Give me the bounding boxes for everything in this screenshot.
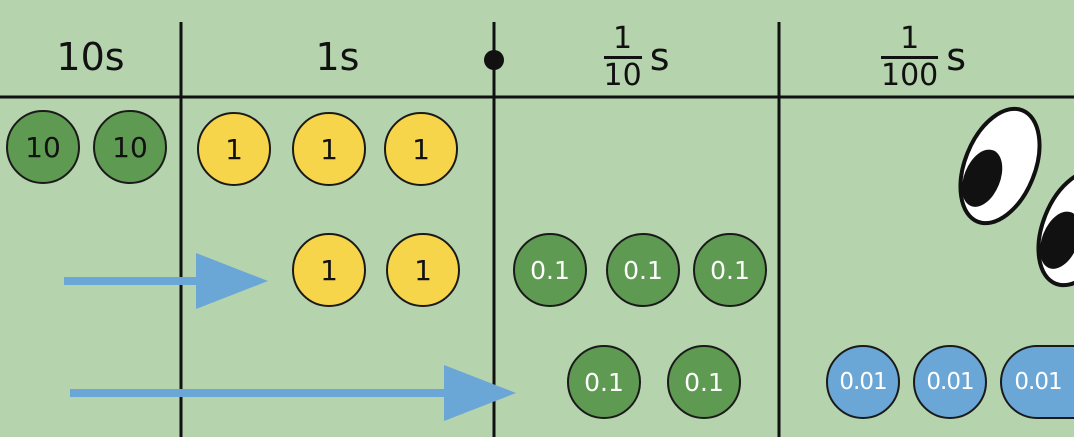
hundredths-coin: 0.01 <box>826 345 900 419</box>
tenths-coin: 0.1 <box>513 233 587 307</box>
hundredths-unit: s <box>946 35 967 79</box>
header-tens: 10s <box>56 35 125 79</box>
hundredths-fraction: 1 100 <box>881 20 939 93</box>
tenths-fraction: 1 10 <box>603 20 642 93</box>
tenths-unit: s <box>649 35 670 79</box>
header-tenths: 1 10 s <box>494 20 779 93</box>
arrow-to-tenths-column <box>70 365 516 421</box>
arrow-to-ones-column <box>64 253 268 309</box>
tenths-coin: 0.1 <box>567 345 641 419</box>
hundredths-denominator: 100 <box>881 57 939 93</box>
fraction-bar <box>603 55 642 59</box>
tenths-coin: 0.1 <box>606 233 680 307</box>
tenths-denominator: 10 <box>603 57 642 93</box>
hundredths-numerator: 1 <box>900 20 920 56</box>
hundredths-coin: 0.01 <box>913 345 987 419</box>
tenths-coin: 0.1 <box>667 345 741 419</box>
hundredths-coin: 0.01 <box>1000 345 1074 419</box>
ones-coin: 1 <box>292 233 366 307</box>
fraction-bar <box>881 55 939 59</box>
googly-eyes <box>958 106 1074 288</box>
tens-coin: 10 <box>93 110 167 184</box>
decimal-point-dot <box>484 50 504 70</box>
tenths-numerator: 1 <box>613 20 633 56</box>
header-hundredths: 1 100 s <box>779 20 1074 93</box>
ones-coin: 1 <box>292 112 366 186</box>
tens-coin: 10 <box>6 110 80 184</box>
tenths-coin: 0.1 <box>693 233 767 307</box>
ones-coin: 1 <box>386 233 460 307</box>
ones-coin: 1 <box>197 112 271 186</box>
header-ones: 1s <box>315 35 360 79</box>
ones-coin: 1 <box>384 112 458 186</box>
